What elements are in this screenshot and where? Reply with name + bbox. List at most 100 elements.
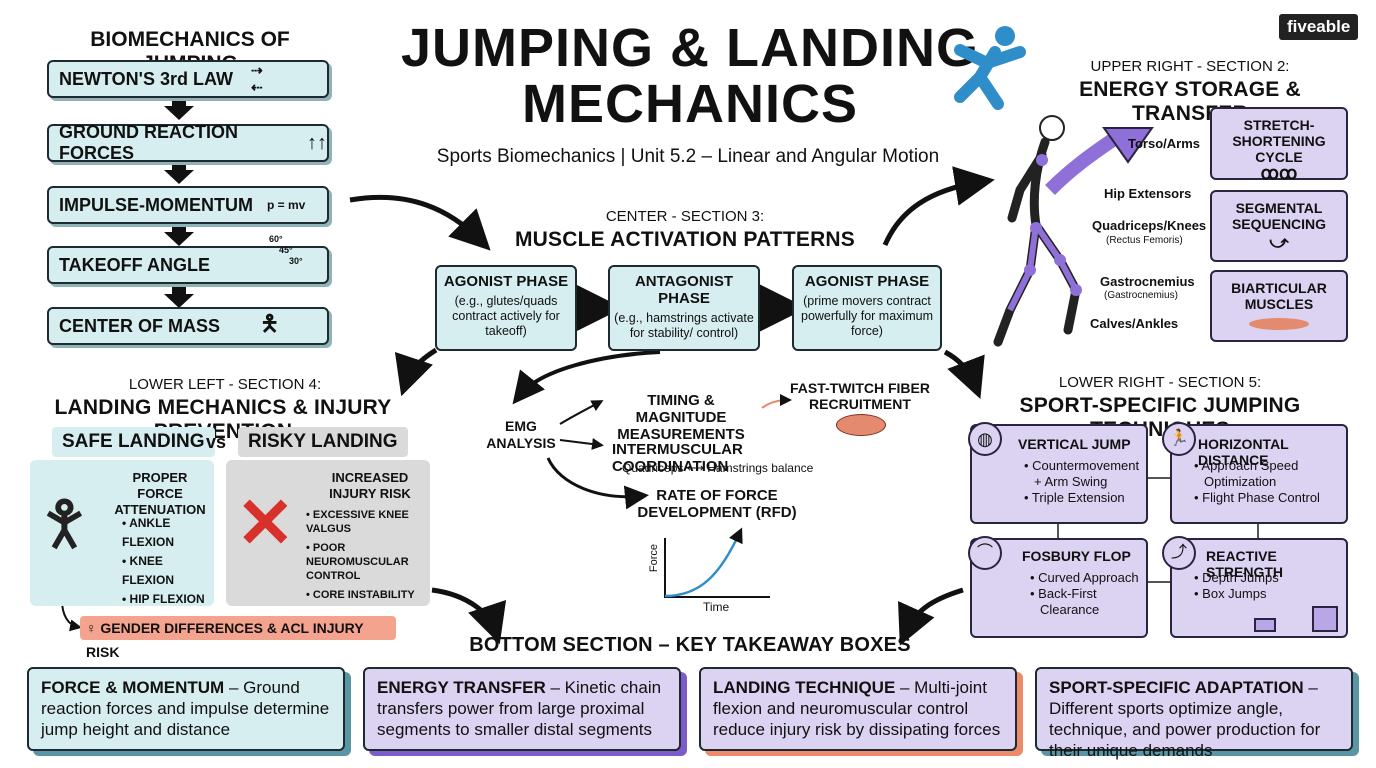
gastrocnemius-label: Gastrocnemius xyxy=(1100,274,1195,289)
box-icon xyxy=(1312,606,1338,632)
rfd-graph xyxy=(664,527,770,598)
hip-extensors-label: Hip Extensors xyxy=(1104,186,1192,201)
core-instability: • CORE INSTABILITY xyxy=(306,589,415,601)
vj-item-1: • Countermovement xyxy=(1024,458,1140,473)
fosbury-flop-title: FOSBURY FLOP xyxy=(1022,548,1131,564)
center-of-mass-box: CENTER OF MASS 🯅 xyxy=(47,307,329,345)
takeoff-angle-label: TAKEOFF ANGLE xyxy=(59,254,210,275)
phase-2-title: ANTAGONIST PHASE xyxy=(634,273,734,307)
takeaway-4-title: SPORT-SPECIFIC ADAPTATION xyxy=(1049,678,1304,697)
action-reaction-icon: ⇢⇠ xyxy=(250,62,263,95)
takeaway-2-title: ENERGY TRANSFER xyxy=(377,678,546,697)
ff-item-2: • Back-First xyxy=(1030,586,1097,601)
horizontal-distance-title: HORIZONTAL DISTANCE xyxy=(1198,436,1289,468)
segmental-label: SEGMENTAL SEQUENCING xyxy=(1231,200,1327,232)
newtons-law-label: NEWTON'S 3rd LAW xyxy=(59,68,233,89)
small-box-icon xyxy=(1254,618,1276,632)
segmental-box: SEGMENTAL SEQUENCING ⤻ xyxy=(1210,190,1348,262)
angle-45: 45° xyxy=(279,245,293,255)
neuromuscular-control: • POOR NEUROMUSCULAR CONTROL xyxy=(306,542,409,582)
center-section-small: CENTER - SECTION 3: xyxy=(605,208,765,225)
graph-x-label: Time xyxy=(703,600,730,614)
grf-box: GROUND REACTION FORCES ↑↑ xyxy=(47,122,329,163)
impulse-label: IMPULSE-MOMENTUM xyxy=(59,194,253,215)
takeaway-landing-technique: LANDING TECHNIQUE – Multi-joint flexion … xyxy=(699,667,1017,751)
takeoff-angle-box: TAKEOFF ANGLE 60° 45° 30° xyxy=(47,234,329,284)
phase-1-title: AGONIST PHASE xyxy=(443,273,569,290)
biarticular-label: BIARTICULAR MUSCLES xyxy=(1231,280,1327,312)
center-section-title: MUSCLE ACTIVATION PATTERNS xyxy=(514,228,856,251)
risky-landing-pill: RISKY LANDING xyxy=(238,427,408,457)
agonist-phase-1: AGONIST PHASE (e.g., glutes/quads contra… xyxy=(435,265,577,351)
intermuscular-label: INTERMUSCULAR COORDINATION xyxy=(612,441,743,475)
hip-flexion: • HIP FLEXION xyxy=(122,592,205,606)
vs-label: vs xyxy=(206,432,227,452)
high-jump-icon: ⌒ xyxy=(968,536,1002,570)
angle-fan-icon: 60° 45° 30° xyxy=(269,234,303,267)
fosbury-flop-box: ⌒ FOSBURY FLOP • Curved Approach • Back-… xyxy=(968,536,1148,638)
curve-arrow-icon: ⤻ xyxy=(1269,232,1289,252)
gender-acl-banner: ♀ GENDER DIFFERENCES & ACL INJURY RISK xyxy=(80,616,396,660)
angle-60: 60° xyxy=(269,234,283,244)
horizontal-distance-box: 🏃 HORIZONTAL DISTANCE • Approach Speed O… xyxy=(1162,422,1348,524)
page-subtitle: Sports Biomechanics | Unit 5.2 – Linear … xyxy=(436,146,940,167)
reactive-strength-title: REACTIVE STRENGTH xyxy=(1206,548,1283,580)
center-of-mass-label: CENTER OF MASS xyxy=(59,315,221,336)
balance-label: Quadriceps ⟷ Hamstrings balance xyxy=(622,461,814,475)
emg-label: EMG ANALYSIS xyxy=(486,418,556,451)
agonist-phase-2: AGONIST PHASE (prime movers contract pow… xyxy=(792,265,942,351)
safe-landing-pill: SAFE LANDING xyxy=(52,427,215,457)
jumper-icon xyxy=(940,22,1040,127)
takeaway-1-body: – Ground reaction forces and impulse det… xyxy=(41,678,330,739)
vj-item-3: • Triple Extension xyxy=(1024,490,1125,505)
takeaway-energy-transfer: ENERGY TRANSFER – Kinetic chain transfer… xyxy=(363,667,681,751)
momentum-formula: p = mv xyxy=(266,198,306,212)
upper-right-section-small: UPPER RIGHT - SECTION 2: xyxy=(1090,58,1290,75)
runner-icon: 🏃 xyxy=(1162,422,1196,456)
spring-icon: ꝏꝏ xyxy=(1260,163,1298,183)
takeaway-3-body: – Multi-joint flexion and neuromuscular … xyxy=(713,678,1001,739)
knee-valgus: • EXCESSIVE KNEE VALGUS xyxy=(306,509,409,535)
lower-right-section-small: LOWER RIGHT - SECTION 5: xyxy=(1058,374,1262,391)
rectus-femoris-label: (Rectus Femoris) xyxy=(1106,235,1183,246)
gastrocnemius-sub-label: (Gastrocnemius) xyxy=(1104,290,1178,301)
biarticular-box: BIARTICULAR MUSCLES xyxy=(1210,270,1348,342)
squat-figure-icon: 🯆 xyxy=(38,490,91,557)
takeaway-4-body: – Different sports optimize angle, techn… xyxy=(1049,678,1321,760)
risky-title: INCREASED INJURY RISK xyxy=(329,470,411,501)
torso-arms-label: Torso/Arms xyxy=(1128,136,1200,151)
muscle-icon xyxy=(1249,318,1309,330)
phase-2-body: (e.g., hamstrings activate for stability… xyxy=(614,311,754,340)
hd-item-1: • Approach Speed xyxy=(1194,458,1299,473)
takeaway-1-title: FORCE & MOMENTUM xyxy=(41,678,225,697)
knee-flexion: • KNEE FLEXION xyxy=(122,554,175,587)
vertical-jump-title: VERTICAL JUMP xyxy=(1018,436,1131,452)
takeaway-sport-specific: SPORT-SPECIFIC ADAPTATION – Different sp… xyxy=(1035,667,1353,760)
graph-y-label: Force xyxy=(648,543,661,573)
cross-icon: ✕ xyxy=(236,484,295,562)
up-arrows-icon: ↑↑ xyxy=(307,131,327,154)
phase-3-body: (prime movers contract powerfully for ma… xyxy=(801,294,933,338)
ff-item-3: Clearance xyxy=(1040,602,1100,617)
calves-ankles-label: Calves/Ankles xyxy=(1090,316,1179,331)
phase-1-body: (e.g., glutes/quads contract actively fo… xyxy=(452,294,560,338)
title-line-1: JUMPING & LANDING xyxy=(400,18,979,78)
timing-label: TIMING & MAGNITUDE MEASUREMENTS xyxy=(617,392,745,443)
basketball-icon: ◍ xyxy=(968,422,1002,456)
ssc-label: STRETCH-SHORTENING CYCLE xyxy=(1232,117,1326,165)
takeaway-2-body: – Kinetic chain transfers power from lar… xyxy=(377,678,662,739)
body-figure-icon xyxy=(990,110,1110,355)
fiveable-logo[interactable]: fiveable xyxy=(1279,14,1359,40)
fast-twitch-label: FAST-TWITCH FIBER RECRUITMENT xyxy=(790,380,930,412)
hd-item-2: Optimization xyxy=(1204,474,1277,489)
safe-landing-panel: 🯆 PROPER FORCE ATTENUATION • ANKLE FLEXI… xyxy=(30,460,214,606)
reactive-strength-box: ⤴ REACTIVE STRENGTH • Depth Jumps • Box … xyxy=(1162,536,1348,638)
hd-item-3: • Flight Phase Control xyxy=(1194,490,1320,505)
muscle-fiber-icon xyxy=(836,414,886,436)
phase-3-title: AGONIST PHASE xyxy=(804,273,930,290)
person-icon: 🯅 xyxy=(260,311,280,336)
title-line-2: MECHANICS xyxy=(521,74,858,134)
lower-left-section-small: LOWER LEFT - SECTION 4: xyxy=(128,376,322,393)
risky-landing-panel: ✕ INCREASED INJURY RISK • EXCESSIVE KNEE… xyxy=(226,460,430,606)
